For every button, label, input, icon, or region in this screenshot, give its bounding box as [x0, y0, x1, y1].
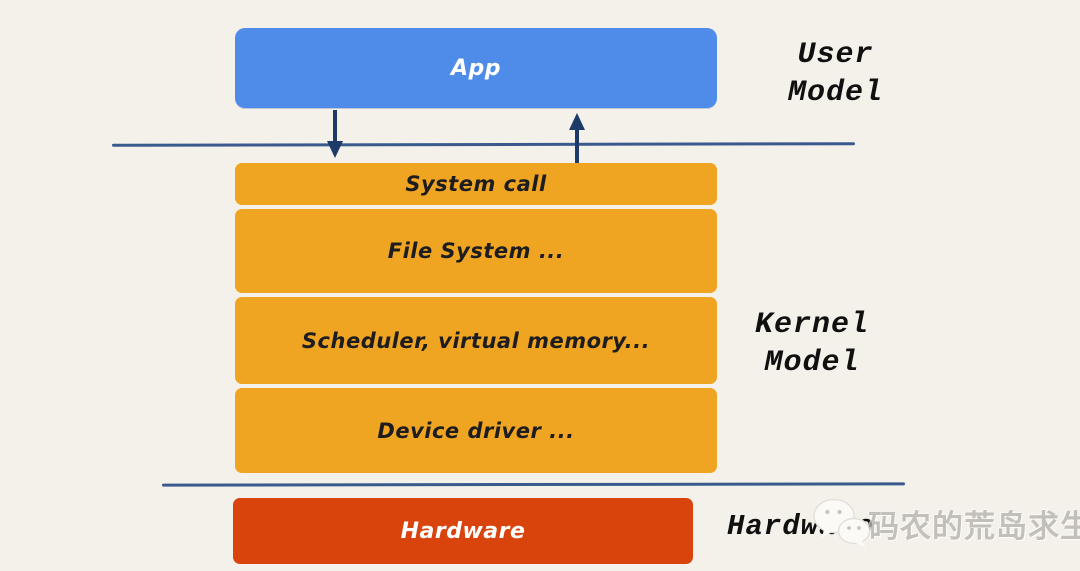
kernel-mode-label-line1: Kernel: [754, 308, 870, 342]
device-driver-label: Device driver ...: [377, 418, 575, 443]
scheduler-virtual-memory-box: Scheduler, virtual memory...: [235, 297, 717, 384]
app-box-label: App: [450, 55, 502, 81]
user-mode-label-line1: User: [797, 38, 874, 72]
device-driver-box: Device driver ...: [235, 388, 717, 473]
wechat-icon: [813, 498, 871, 548]
app-box: App: [235, 28, 717, 108]
arrow-down-icon: [327, 110, 343, 158]
watermark-text: 码农的荒岛求生: [868, 508, 1080, 545]
hardware-box: Hardware: [233, 498, 693, 564]
system-call-box: System call: [235, 163, 717, 205]
user-mode-label-line2: Model: [787, 76, 883, 110]
kernel-mode-label-line2: Model: [764, 346, 860, 380]
hardware-box-label: Hardware: [400, 518, 526, 544]
arrow-up-icon: [569, 113, 585, 163]
file-system-label: File System ...: [387, 239, 565, 263]
scheduler-virtual-memory-label: Scheduler, virtual memory...: [301, 328, 651, 353]
system-call-label: System call: [405, 172, 547, 196]
kernel-mode-label: Kernel Model: [742, 306, 882, 382]
kernel-hardware-divider-line: [161, 482, 906, 487]
user-kernel-divider-line: [111, 142, 856, 147]
file-system-box: File System ...: [235, 209, 717, 293]
watermark: 码农的荒岛求生: [808, 496, 1080, 550]
user-mode-label: User Model: [763, 36, 908, 112]
